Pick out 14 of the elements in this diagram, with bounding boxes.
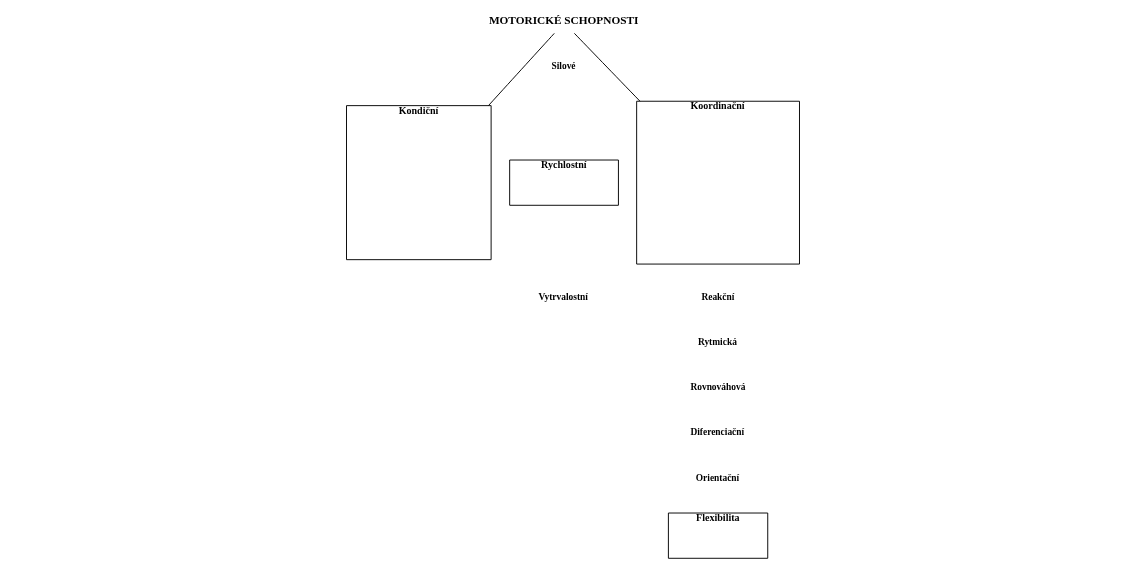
connector xyxy=(573,32,640,102)
node-box: Kondiční xyxy=(345,105,492,261)
label: Reakční xyxy=(700,291,734,302)
node-box: Koordinační xyxy=(635,100,800,265)
label: Rytmická xyxy=(697,336,737,347)
label: Diferenciační xyxy=(689,427,744,438)
label: Vytrvalostní xyxy=(538,291,588,302)
label: Silové xyxy=(550,60,576,71)
node-box: Flexibilita xyxy=(667,512,768,559)
node-text: MOTORICKÉ SCHOPNOSTI xyxy=(488,14,638,27)
label: Rovnováhová xyxy=(689,382,745,393)
connector xyxy=(487,32,555,106)
label: Orientační xyxy=(695,472,739,483)
node-box: Rychlostní xyxy=(508,159,619,206)
